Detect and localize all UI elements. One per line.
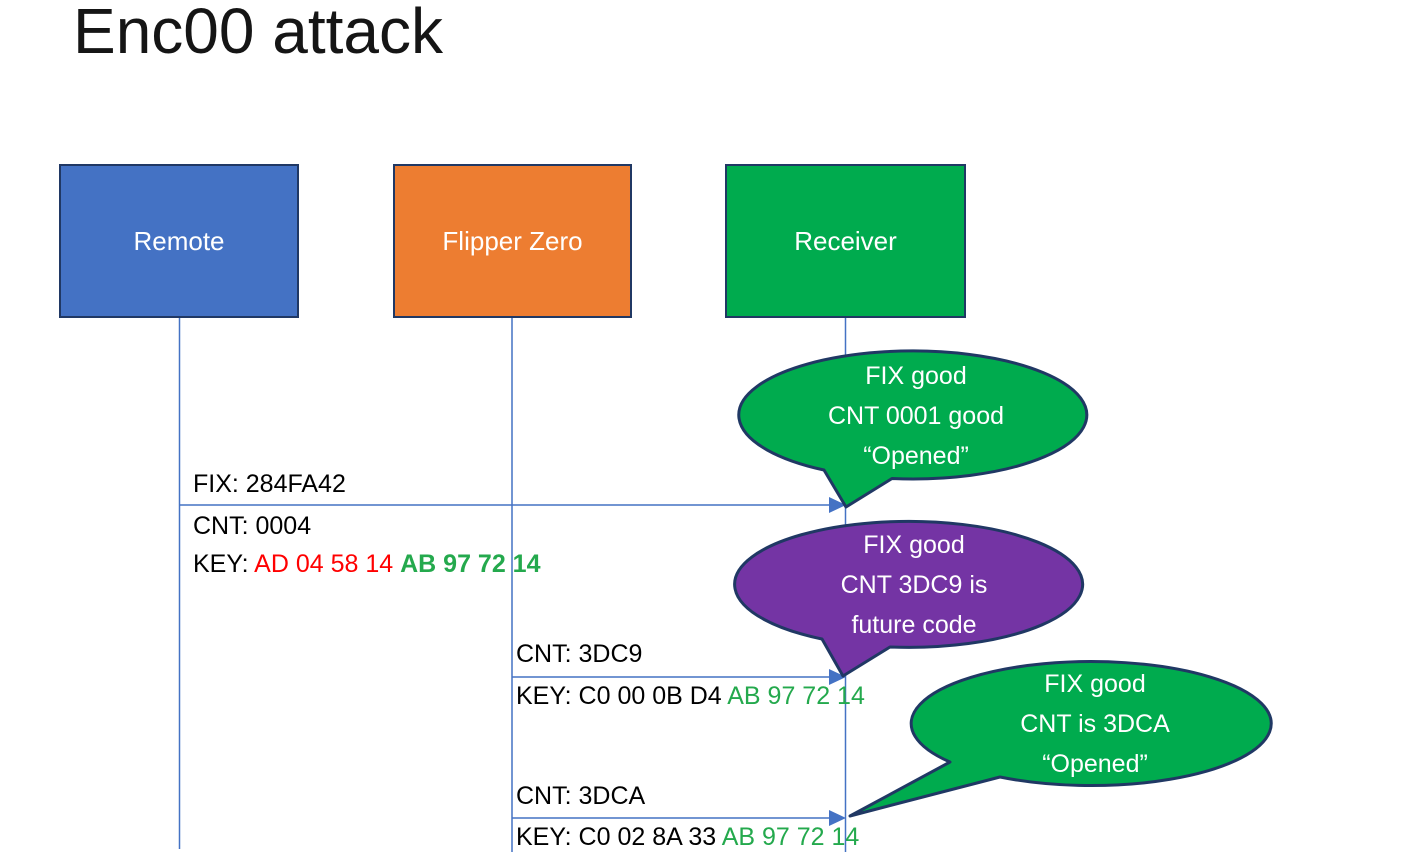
- callout3-line3: “Opened”: [1042, 750, 1148, 778]
- arrow-msg2-flipper-to-receiver: [512, 669, 846, 685]
- callout1-line1: FIX good: [865, 362, 967, 390]
- message3-key-green-bytes: AB 97 72 14: [721, 823, 860, 851]
- callout3-line1: FIX good: [1044, 670, 1146, 698]
- callout3-text: FIX good CNT is 3DCA “Opened”: [915, 664, 1275, 784]
- message3-key: KEY: C0 02 8A 33 AB 97 72 14: [516, 823, 859, 851]
- callout2-text: FIX good CNT 3DC9 is future code: [734, 525, 1094, 645]
- callout1-line3: “Opened”: [863, 442, 969, 470]
- arrowhead-icon: [829, 810, 846, 826]
- message1-key-green-bytes: AB 97 72 14: [400, 550, 541, 578]
- callout-bubble-green-1: [737, 349, 1089, 509]
- callout-bubble-purple: [733, 519, 1085, 678]
- callout2-line3: future code: [851, 611, 977, 639]
- callout3-line2: CNT is 3DCA: [1020, 710, 1170, 738]
- message1-key-red-bytes: AD 04 58 14: [254, 550, 401, 578]
- callout1-line2: CNT 0001 good: [827, 402, 1005, 430]
- message1-cnt: CNT: 0004: [193, 512, 312, 540]
- actor-label-flipper-zero: Flipper Zero: [442, 225, 583, 256]
- message1-key: KEY: AD 04 58 14 AB 97 72 14: [193, 550, 540, 578]
- page-title: Enc00 attack: [73, 0, 443, 67]
- message1-fix: FIX: 284FA42: [193, 470, 346, 498]
- actor-box-receiver: Receiver: [725, 164, 966, 318]
- message2-key-green-bytes: AB 97 72 14: [727, 682, 865, 710]
- message2-key: KEY: C0 00 0B D4 AB 97 72 14: [516, 682, 865, 710]
- actor-label-remote: Remote: [133, 225, 225, 256]
- arrow-msg3-flipper-to-receiver: [512, 810, 846, 826]
- actor-label-receiver: Receiver: [794, 225, 897, 256]
- callout2-line1: FIX good: [863, 531, 965, 559]
- callout1-text: FIX good CNT 0001 good “Opened”: [736, 356, 1096, 476]
- arrow-msg1-remote-to-receiver: [180, 497, 846, 513]
- message1-key-label: KEY:: [193, 550, 255, 578]
- message3-key-label: KEY: C0 02 8A 33: [516, 823, 722, 851]
- arrowhead-icon: [829, 497, 846, 513]
- actor-box-remote: Remote: [59, 164, 299, 318]
- message2-cnt: CNT: 3DC9: [516, 640, 643, 668]
- actor-box-flipper-zero: Flipper Zero: [393, 164, 632, 318]
- message2-key-label: KEY: C0 00 0B D4: [516, 682, 728, 710]
- callout2-line2: CNT 3DC9 is: [840, 571, 988, 599]
- message3-cnt: CNT: 3DCA: [516, 782, 646, 810]
- callout-bubble-green-2: [848, 660, 1273, 818]
- arrowhead-icon: [829, 669, 846, 685]
